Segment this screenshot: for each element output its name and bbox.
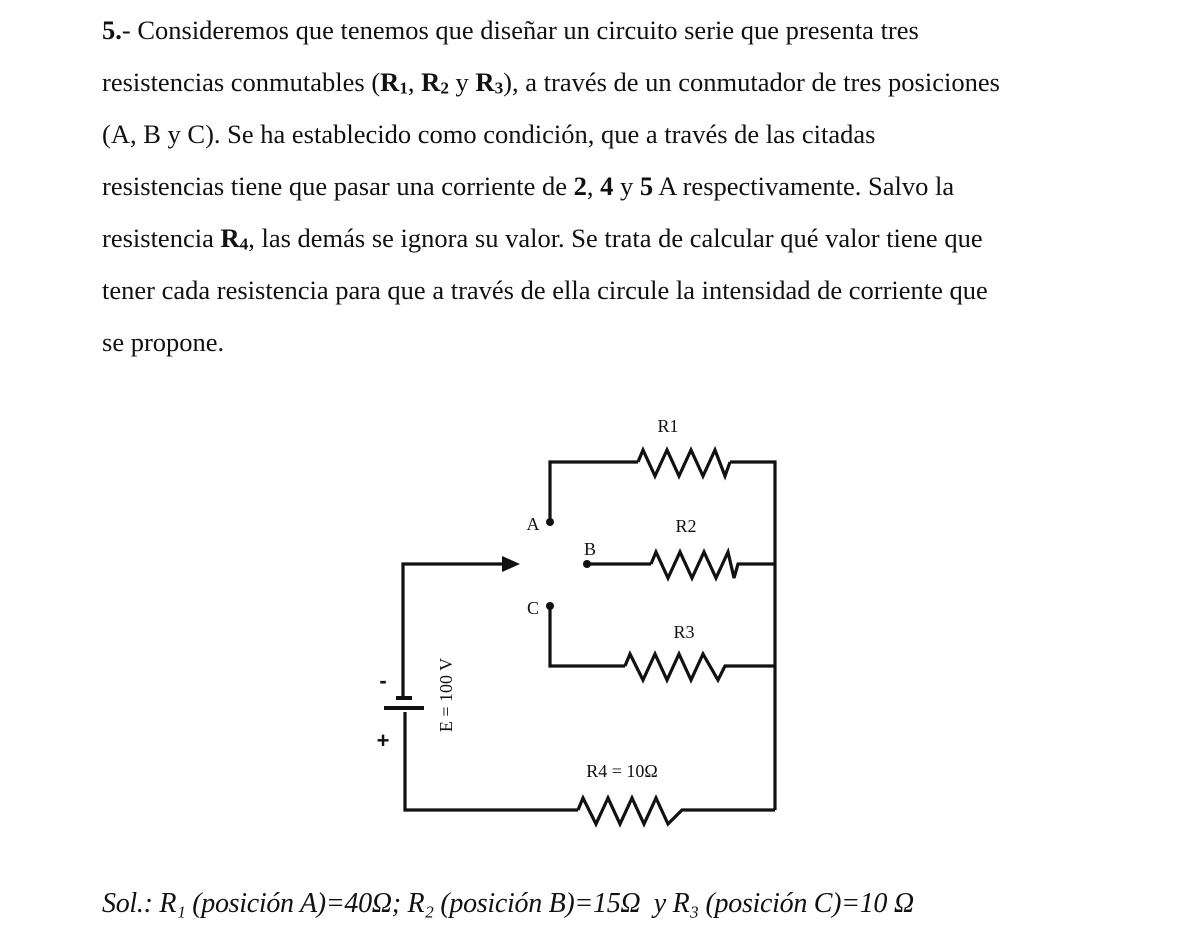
- text-line-7: se propone.: [102, 320, 1106, 372]
- terminal-c: [546, 602, 554, 610]
- r4-label: R4 = 10Ω: [586, 761, 658, 781]
- terminal-a: [546, 518, 554, 526]
- text: y: [613, 171, 640, 201]
- text: y: [448, 67, 476, 97]
- r3-sub: 3: [494, 78, 504, 98]
- text-line-3: (A, B y C). Se ha establecido como condi…: [102, 112, 1106, 164]
- text-line-5: resistencia R4, las demás se ignora su v…: [102, 216, 1106, 268]
- resistor-r4: [576, 794, 775, 828]
- wire-bottom: [403, 712, 578, 812]
- source-label: E = 100 V: [436, 658, 456, 732]
- text: se propone.: [102, 327, 225, 357]
- resistor-r2: [649, 547, 775, 582]
- terminal-b: [583, 560, 591, 568]
- wire-a-r1: [548, 460, 638, 522]
- r3-symbol: R: [475, 67, 495, 97]
- solution: Sol.: R₁ (posición A)=40Ω; R₂ (posición …: [102, 888, 914, 920]
- solution-prefix: Sol.:: [102, 888, 160, 919]
- text: tener cada resistencia para que a través…: [102, 275, 988, 305]
- text: ), a través de un conmutador de tres pos…: [503, 67, 1000, 97]
- position-b-label: B: [584, 539, 596, 559]
- problem-number: 5.: [102, 15, 122, 45]
- r1-symbol: R: [380, 67, 400, 97]
- r3-label: R3: [673, 622, 694, 642]
- minus-sign: -: [379, 668, 386, 693]
- text: A respectivamente. Salvo la: [653, 171, 955, 201]
- text-line-2: resistencias conmutables (R1, R2 y R3), …: [102, 60, 1106, 112]
- resistor-r1: [636, 445, 732, 481]
- position-a-label: A: [527, 514, 540, 534]
- r1-label: R1: [657, 416, 678, 436]
- text: - Consideremos que tenemos que diseñar u…: [121, 15, 919, 45]
- text-line-4: resistencias tiene que pasar una corrien…: [102, 164, 1106, 216]
- wire-c-r3: [548, 606, 625, 668]
- text: resistencias conmutables (: [102, 67, 381, 97]
- text: ,: [586, 171, 601, 201]
- text: resistencias tiene que pasar una corrien…: [102, 171, 574, 201]
- current-3: 5: [639, 171, 654, 201]
- r1-sub: 1: [399, 78, 408, 98]
- text-line-6: tener cada resistencia para que a través…: [102, 268, 1106, 320]
- current-1: 2: [573, 171, 587, 201]
- r2-sub: 2: [440, 78, 449, 98]
- r2-symbol: R: [421, 67, 441, 97]
- current-2: 4: [600, 171, 614, 201]
- r2-label: R2: [675, 516, 696, 536]
- text: ,: [407, 67, 422, 97]
- resistor-r3: [623, 650, 775, 684]
- text: (A, B y C). Se ha establecido como condi…: [102, 119, 876, 149]
- switch-arrow-icon: [502, 556, 520, 572]
- r4-sub: 4: [239, 234, 249, 254]
- position-c-label: C: [527, 598, 539, 618]
- text: resistencia: [102, 223, 221, 253]
- text: , las demás se ignora su valor. Se trata…: [248, 223, 983, 253]
- wire-to-switch: [401, 562, 505, 698]
- problem-statement: 5.- Consideremos que tenemos que diseñar…: [102, 8, 1106, 372]
- solution-text: R₁ (posición A)=40Ω; R₂ (posición B)=15Ω…: [159, 888, 914, 919]
- plus-sign: +: [377, 728, 390, 753]
- r4-symbol: R: [220, 223, 240, 253]
- wire-r1-rail: [730, 460, 777, 810]
- text-line-1: 5.- Consideremos que tenemos que diseñar…: [102, 8, 1106, 60]
